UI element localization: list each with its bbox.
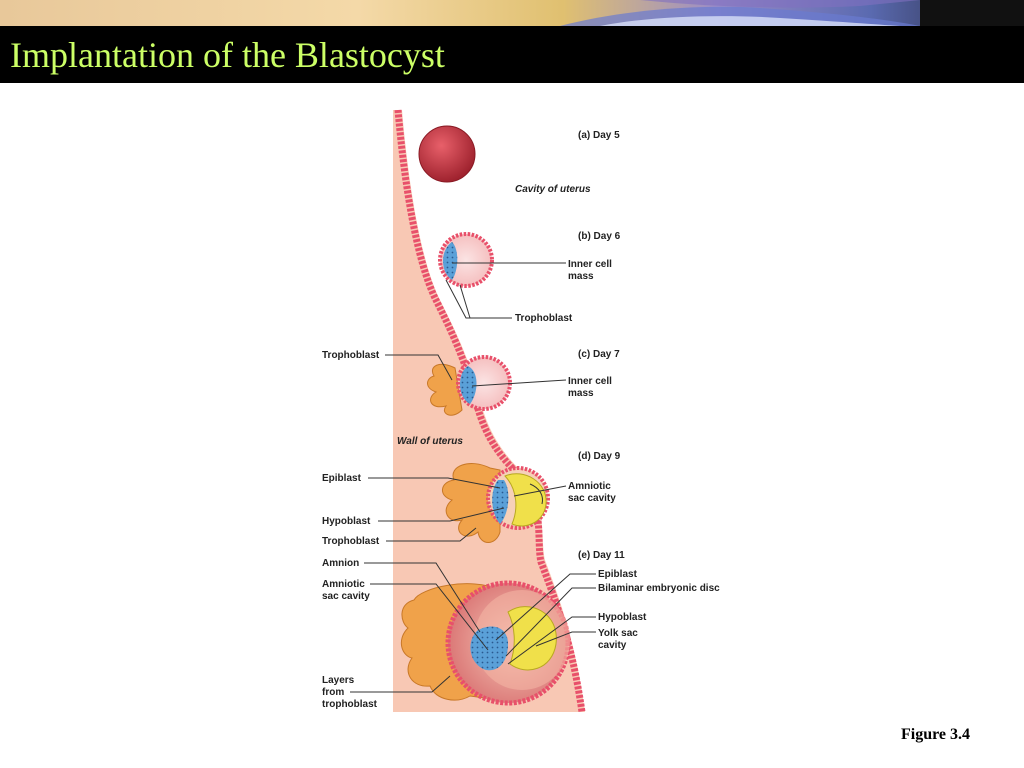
d-hypoblast-leader — [378, 507, 505, 522]
e-yolk-sac-label-1: Yolk sac — [598, 628, 638, 639]
b-inner-cell-mass-label-1: Inner cell — [568, 259, 612, 270]
banner-graphic — [0, 0, 1024, 26]
c-inner-cell-mass-leader — [471, 379, 567, 387]
b-inner-cell-mass-label-2: mass — [568, 271, 594, 282]
e-layers-label-3: trophoblast — [322, 699, 378, 710]
blastocyst-day6 — [438, 232, 494, 288]
d-amniotic-leader — [513, 485, 567, 497]
e-layers-leader — [350, 675, 451, 693]
e-epiblast-leader — [495, 573, 596, 641]
b-trophoblast-leader-1 — [445, 279, 512, 319]
d-trophoblast-leader — [386, 527, 477, 542]
stage-label-b: (b) Day 6 — [578, 231, 621, 242]
e-bilaminar-leader — [505, 587, 596, 657]
e-yolk-sac-label-2: cavity — [598, 640, 627, 651]
cavity-of-uterus-label: Cavity of uterus — [515, 184, 591, 195]
e-layers-label-1: Layers — [322, 675, 355, 686]
e-yolk-sac-leader — [535, 631, 596, 647]
stage-label-e: (e) Day 11 — [578, 550, 625, 561]
slide-title: Implantation of the Blastocyst — [10, 35, 445, 75]
d-amniotic-sac-cavity-label-1: Amniotic — [568, 481, 611, 492]
c-trophoblast-label: Trophoblast — [322, 350, 380, 361]
figure-caption: Figure 3.4 — [900, 726, 970, 743]
e-amnion-label: Amnion — [322, 558, 359, 569]
e-amnion-leader — [364, 562, 481, 633]
title-bar: Implantation of the Blastocyst — [0, 26, 1024, 83]
uterine-wall — [393, 110, 585, 712]
header-banner — [0, 0, 1024, 26]
stage-label-a: (a) Day 5 — [578, 130, 620, 141]
c-trophoblast-leader — [385, 354, 453, 381]
c-inner-cell-mass-label-1: Inner cell — [568, 376, 612, 387]
d-amniotic-sac-cavity-label-2: sac cavity — [568, 493, 616, 504]
blastocyst-day5 — [418, 125, 476, 183]
e-amniotic-leader — [370, 583, 489, 651]
b-trophoblast-label: Trophoblast — [515, 313, 573, 324]
d-epiblast-leader — [368, 477, 501, 489]
wall-of-uterus-label: Wall of uterus — [397, 436, 463, 447]
stage-label-d: (d) Day 9 — [578, 451, 621, 462]
d-hypoblast-label: Hypoblast — [322, 516, 371, 527]
b-trophoblast-leader-2 — [459, 284, 471, 319]
blastocyst-day7 — [427, 355, 512, 416]
e-hypoblast-label: Hypoblast — [598, 612, 647, 623]
e-hypoblast-leader — [507, 616, 596, 665]
stage-label-c: (c) Day 7 — [578, 349, 620, 360]
c-inner-cell-mass-label-2: mass — [568, 388, 594, 399]
e-epiblast-label: Epiblast — [598, 569, 638, 580]
e-amniotic-sac-cavity-label-2: sac cavity — [322, 591, 370, 602]
embryo-day9 — [442, 463, 550, 543]
uterine-epithelium — [394, 109, 586, 713]
d-epiblast-label: Epiblast — [322, 473, 362, 484]
d-trophoblast-label: Trophoblast — [322, 536, 380, 547]
e-bilaminar-disc-label: Bilaminar embryonic disc — [598, 583, 720, 594]
e-layers-label-2: from — [322, 687, 344, 698]
e-amniotic-sac-cavity-label-1: Amniotic — [322, 579, 365, 590]
